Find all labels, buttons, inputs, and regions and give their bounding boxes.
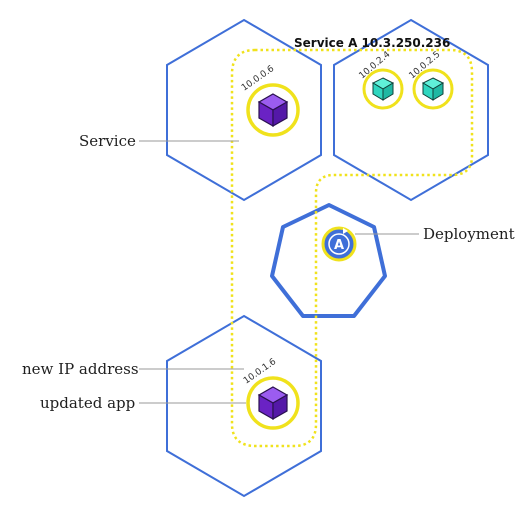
node-hexagon-top-left [166, 18, 322, 202]
service-title: Service A 10.3.250.236 [294, 36, 451, 50]
service-label: Service [79, 132, 136, 150]
pod-10-0-2-4: 10.0.2.4 [358, 50, 404, 110]
deployment-badge-letter: A [334, 238, 344, 253]
pod-10-0-2-5: 10.0.2.5 [408, 50, 454, 110]
pod-10-0-0-6: 10.0.0.6 [240, 64, 300, 137]
node-hexagon-bottom [166, 314, 322, 498]
updated-app-label: updated app [40, 394, 136, 412]
node-hexagon-top-right [333, 18, 489, 202]
deployment-label: Deployment [423, 225, 515, 243]
deployment-heptagon [270, 203, 387, 318]
deployment-badge: A [321, 226, 357, 262]
new-ip-label: new IP address [22, 360, 139, 378]
pod-10-0-1-6: 10.0.1.6 [242, 357, 300, 430]
